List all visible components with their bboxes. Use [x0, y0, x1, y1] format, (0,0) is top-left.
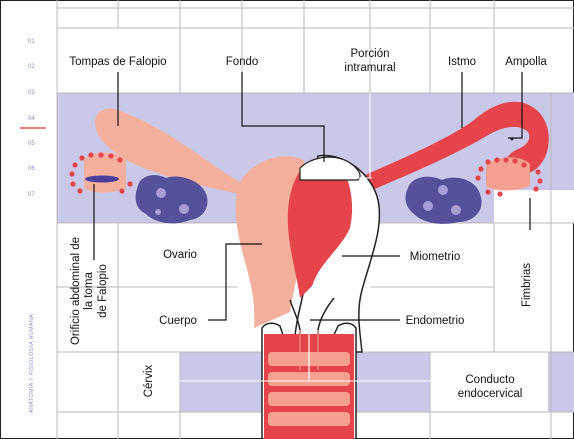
label-orificio-line1: Orificio abdominal de [69, 216, 83, 366]
left-abdominal-opening [85, 176, 119, 183]
label-porcion-line1: Porción [330, 47, 410, 61]
label-endometrio: Endometrio [400, 314, 470, 328]
ampolla-pointer-dot [511, 138, 514, 141]
label-fimbrias: Fimbrias [520, 245, 534, 325]
sidebar-number-07: 07 [28, 192, 35, 198]
label-cervix: Cérvix [142, 351, 156, 411]
label-cuerpo: Cuerpo [148, 314, 208, 328]
sidebar-vertical-title: ANATOMÍA Y FISIOLOGÍA HUMANA [29, 314, 35, 413]
right-infundibulum [486, 157, 530, 190]
sidebar-number-01: 01 [28, 39, 35, 45]
label-porcion-line2: intramural [330, 61, 410, 75]
label-orificio-line3: de Falopio [96, 231, 110, 351]
sidebar-number-04: 04 [28, 116, 35, 122]
label-conducto-line1: Conducto [450, 373, 530, 387]
label-conducto-line2: endocervical [450, 387, 530, 401]
label-orificio-line2: la toma [82, 231, 96, 351]
label-istmo: Istmo [440, 55, 484, 69]
sidebar-number-02: 02 [28, 64, 35, 70]
label-ovario: Ovario [150, 248, 210, 262]
sidebar-number-06: 06 [28, 166, 35, 172]
sidebar-number-03: 03 [28, 90, 35, 96]
label-ampolla: Ampolla [498, 55, 554, 69]
sidebar-number-05: 05 [28, 141, 35, 147]
label-fondo: Fondo [214, 55, 270, 69]
label-miometrio: Miometrio [402, 250, 468, 264]
label-tompas: Tompas de Falopio [62, 55, 174, 69]
